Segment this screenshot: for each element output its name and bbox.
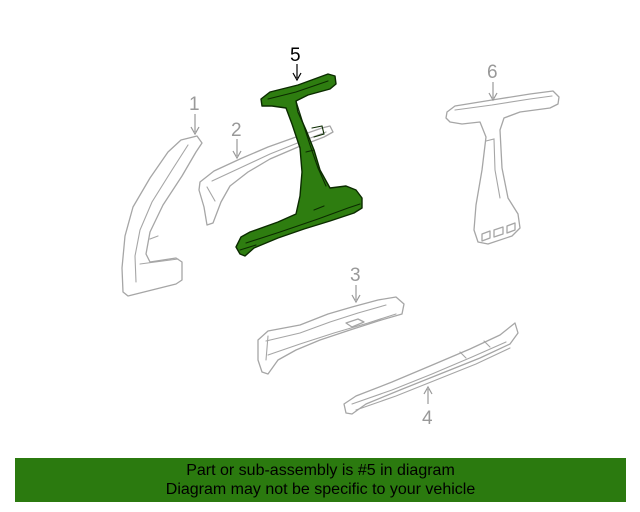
part-2-roof-rail[interactable]: [198, 125, 334, 226]
part-4-arrowhead: [423, 385, 433, 395]
part-1-arrowhead: [190, 126, 200, 136]
part-6-b-pillar-inner[interactable]: [445, 90, 560, 245]
part-4-sill-reinforcement[interactable]: [343, 322, 519, 415]
part-6-callout[interactable]: 6: [487, 62, 498, 83]
part-4-callout[interactable]: 4: [422, 408, 433, 429]
part-5-callout[interactable]: 5: [290, 45, 301, 66]
part-1-callout[interactable]: 1: [189, 94, 200, 115]
notice-banner: Part or sub-assembly is #5 in diagram Di…: [15, 458, 626, 502]
part-3-arrowhead: [351, 294, 361, 304]
part-6-arrowhead: [488, 92, 498, 102]
parts-diagram: 1 2 6 5 3: [121, 45, 560, 429]
part-2-callout[interactable]: 2: [231, 120, 242, 141]
part-1-a-pillar[interactable]: [121, 135, 203, 297]
banner-line-2: Diagram may not be specific to your vehi…: [165, 481, 476, 498]
part-3-rocker-panel[interactable]: [257, 296, 405, 375]
part-3-callout[interactable]: 3: [350, 265, 361, 286]
part-2-arrowhead: [232, 150, 242, 160]
part-5-arrowhead: [292, 72, 302, 82]
part-5-highlighted-pillar[interactable]: [235, 73, 363, 257]
banner-line-1: Part or sub-assembly is #5 in diagram: [186, 462, 455, 479]
